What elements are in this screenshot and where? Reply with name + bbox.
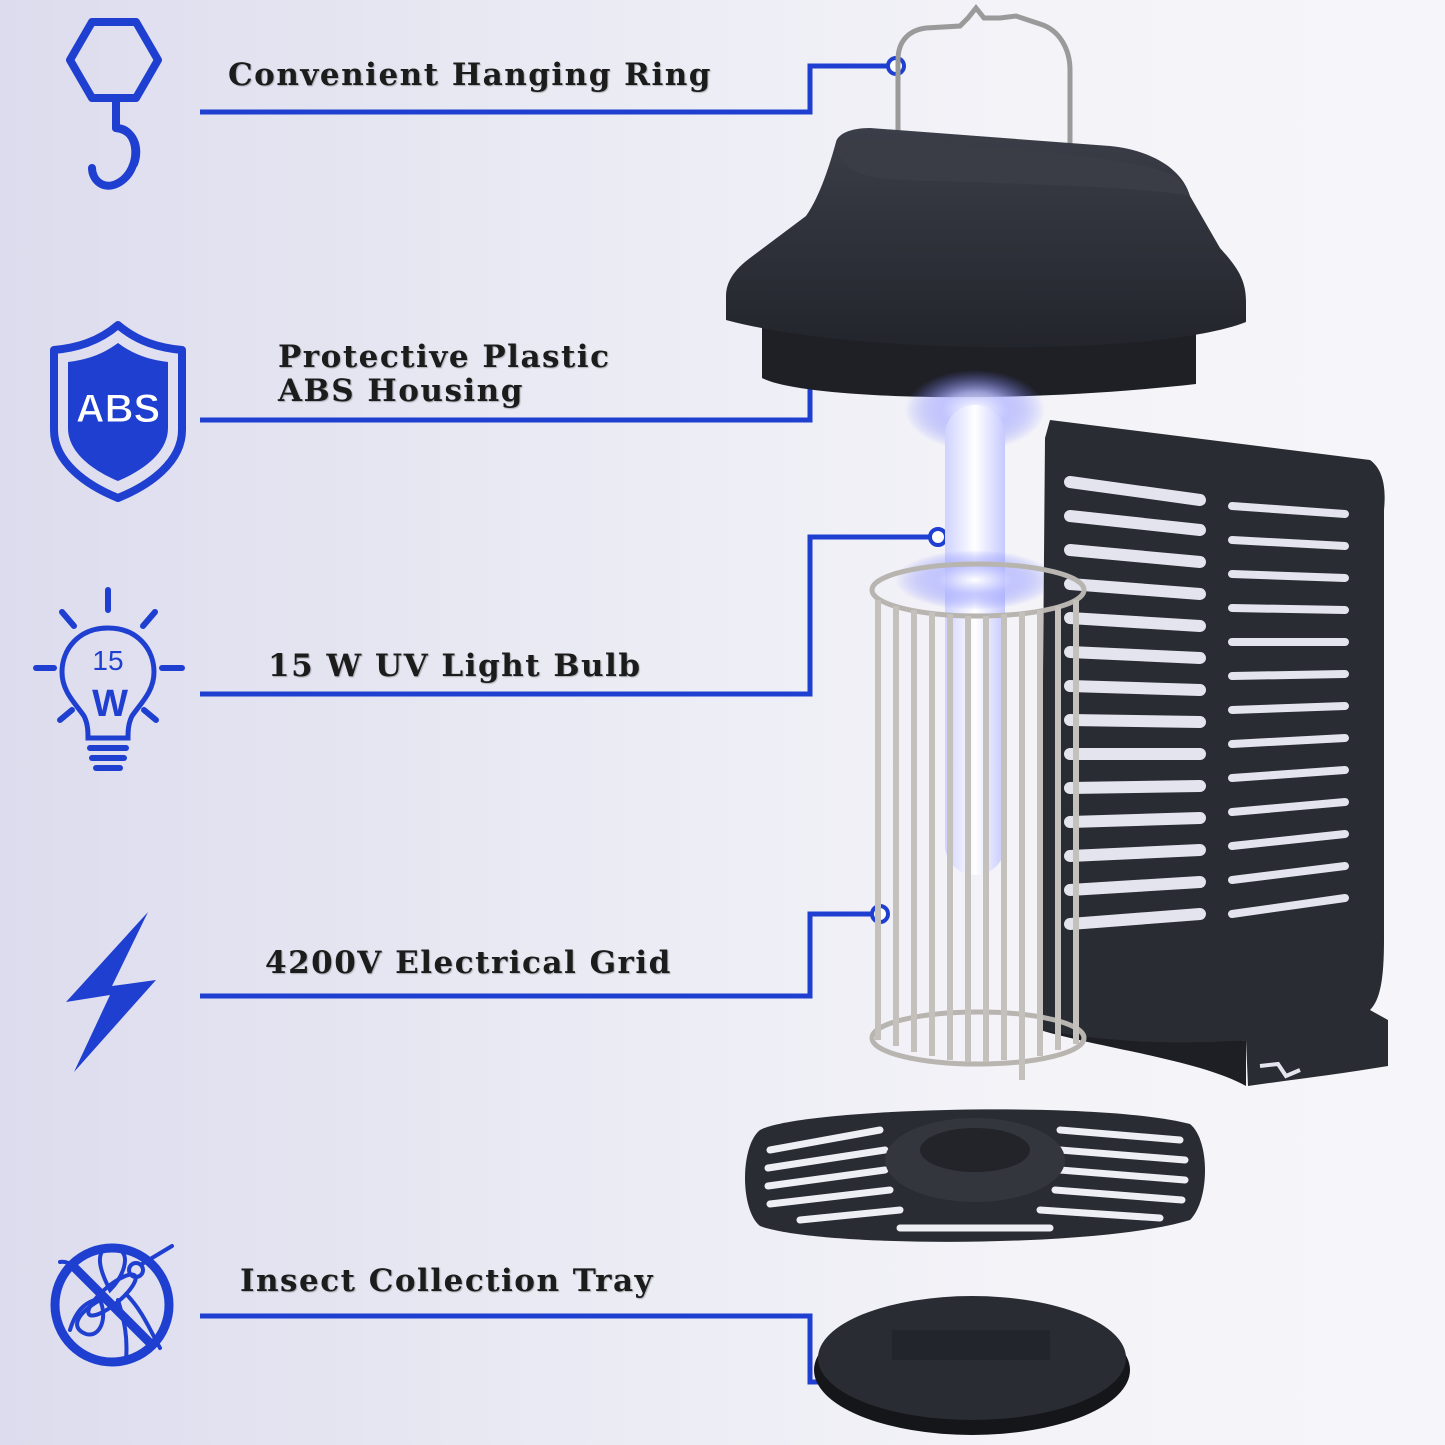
- leader-line-tray: [200, 1313, 840, 1385]
- label-hanging-ring: Convenient Hanging Ring: [228, 57, 712, 93]
- top-housing: [726, 128, 1246, 398]
- hook-icon: [66, 18, 162, 190]
- hanging-ring-wire: [895, 3, 1073, 200]
- label-grid: 4200V Electrical Grid: [265, 945, 672, 981]
- no-mosquito-icon: [50, 1243, 174, 1367]
- label-housing: Protective Plastic ABS Housing: [278, 340, 610, 408]
- bulb-15w-icon: 15 W: [33, 587, 185, 771]
- uv-glow-lower: [895, 550, 1055, 610]
- label-housing-line2: ABS Housing: [278, 373, 524, 409]
- bulb-icon-text-bottom: W: [92, 683, 128, 725]
- leader-dot-bulb: [928, 527, 948, 547]
- collection-tray: [814, 1296, 1130, 1435]
- base-grate: [745, 1109, 1205, 1242]
- label-housing-line1: Protective Plastic: [278, 339, 611, 375]
- bulb-icon-text-top: 15: [92, 645, 123, 676]
- abs-icon-text: ABS: [76, 387, 160, 431]
- leader-line-grid: [200, 911, 872, 999]
- leader-line-hanging-ring: [200, 63, 888, 115]
- leader-line-bulb: [200, 534, 930, 697]
- label-tray: Insect Collection Tray: [240, 1263, 655, 1299]
- lightning-icon: [66, 912, 156, 1072]
- abs-shield-icon: ABS: [50, 321, 186, 502]
- metal-grid: [869, 561, 1087, 1080]
- outer-cage: [1040, 420, 1388, 1086]
- label-bulb: 15 W UV Light Bulb: [268, 648, 642, 684]
- uv-light-tube: [945, 405, 1005, 875]
- cage-foot: [1259, 1061, 1301, 1079]
